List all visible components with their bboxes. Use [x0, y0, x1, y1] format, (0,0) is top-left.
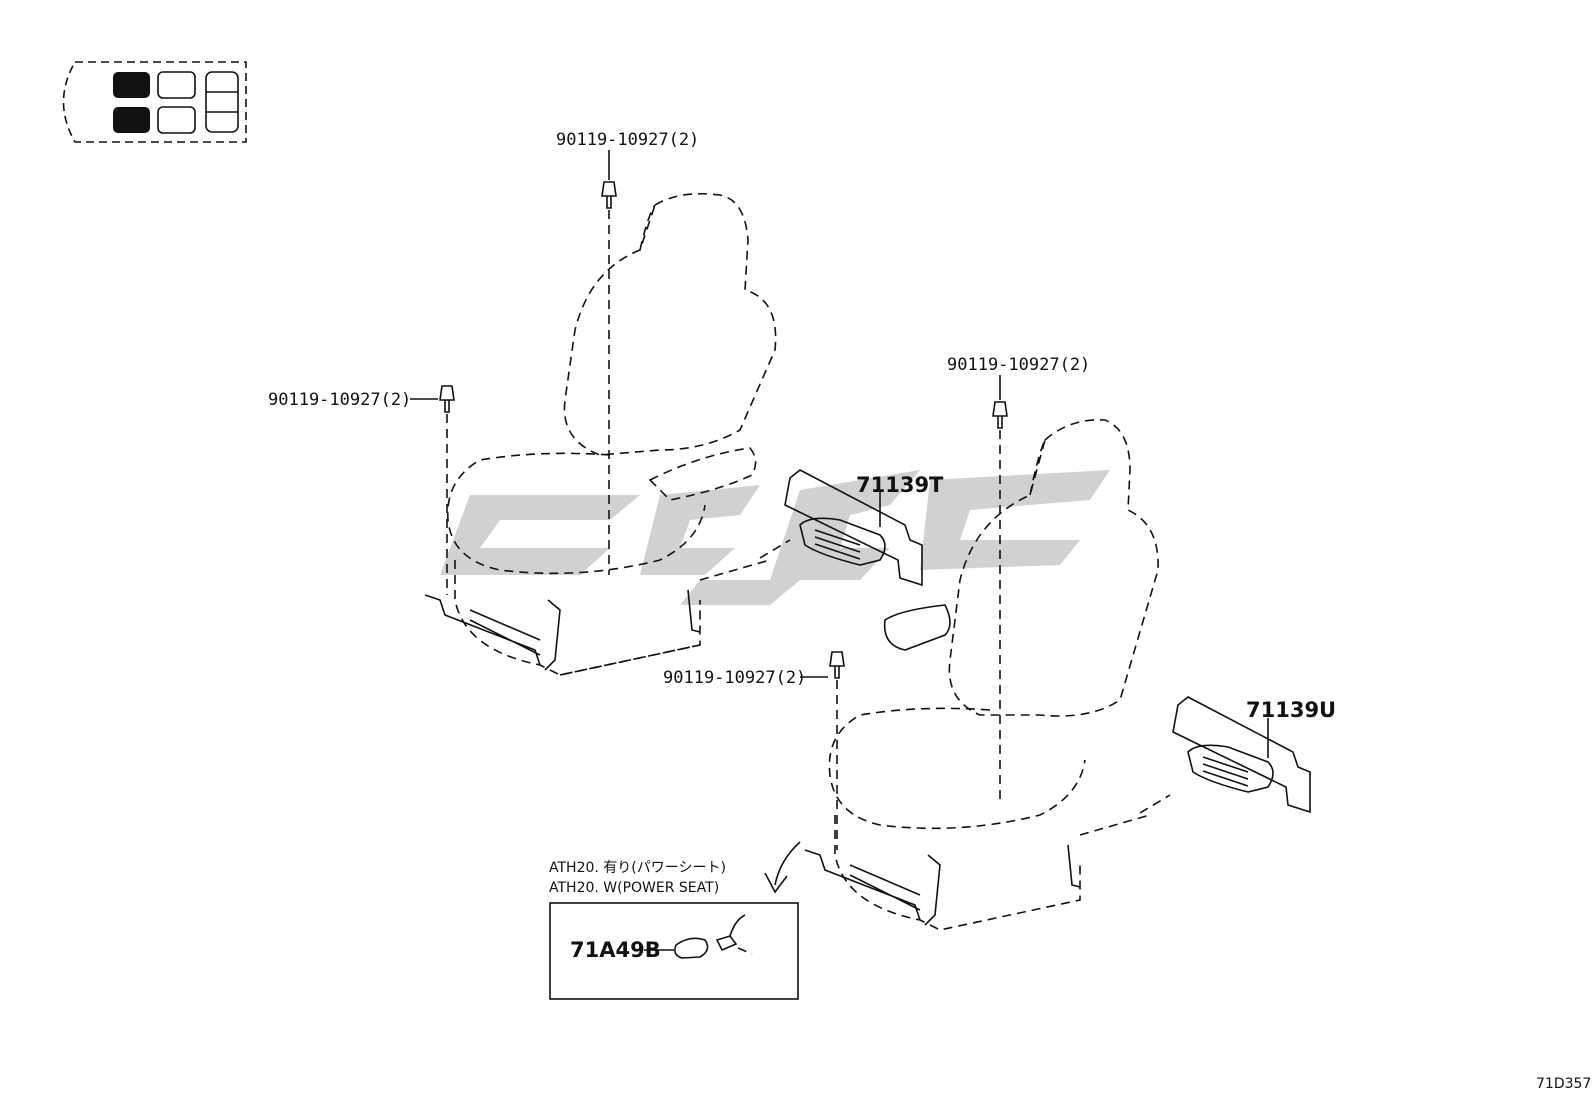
bolt-icon	[439, 385, 455, 595]
side-cover-icon	[1172, 696, 1311, 814]
side-cover-icon	[784, 469, 923, 587]
callout-bolt-left: 90119-10927(2)	[268, 390, 411, 410]
callout-bolt-right-bottom: 90119-10927(2)	[663, 668, 806, 688]
inset-box	[549, 902, 799, 1000]
callout-bolt-top: 90119-10927(2)	[556, 130, 699, 150]
switch-knob-icon	[674, 914, 753, 959]
callout-cover-left: 71139T	[856, 473, 944, 497]
seat-left	[424, 192, 791, 676]
bolt-icon	[829, 651, 845, 850]
inset-arrow	[764, 841, 801, 894]
vehicle-seat-locator-icon	[62, 61, 247, 143]
seat-right	[804, 419, 1171, 931]
inset-note-line2: ATH20. W(POWER SEAT)	[549, 880, 719, 896]
bolt-icon	[992, 401, 1008, 800]
inset-note-line1: ATH20. 有り(パワーシート)	[549, 860, 726, 876]
callout-cover-right: 71139U	[1246, 698, 1336, 722]
reference-code: 71D357	[1536, 1076, 1591, 1092]
bolt-icon	[601, 181, 617, 575]
watermark-logo	[440, 470, 1110, 605]
callout-bolt-right-top: 90119-10927(2)	[947, 355, 1090, 375]
